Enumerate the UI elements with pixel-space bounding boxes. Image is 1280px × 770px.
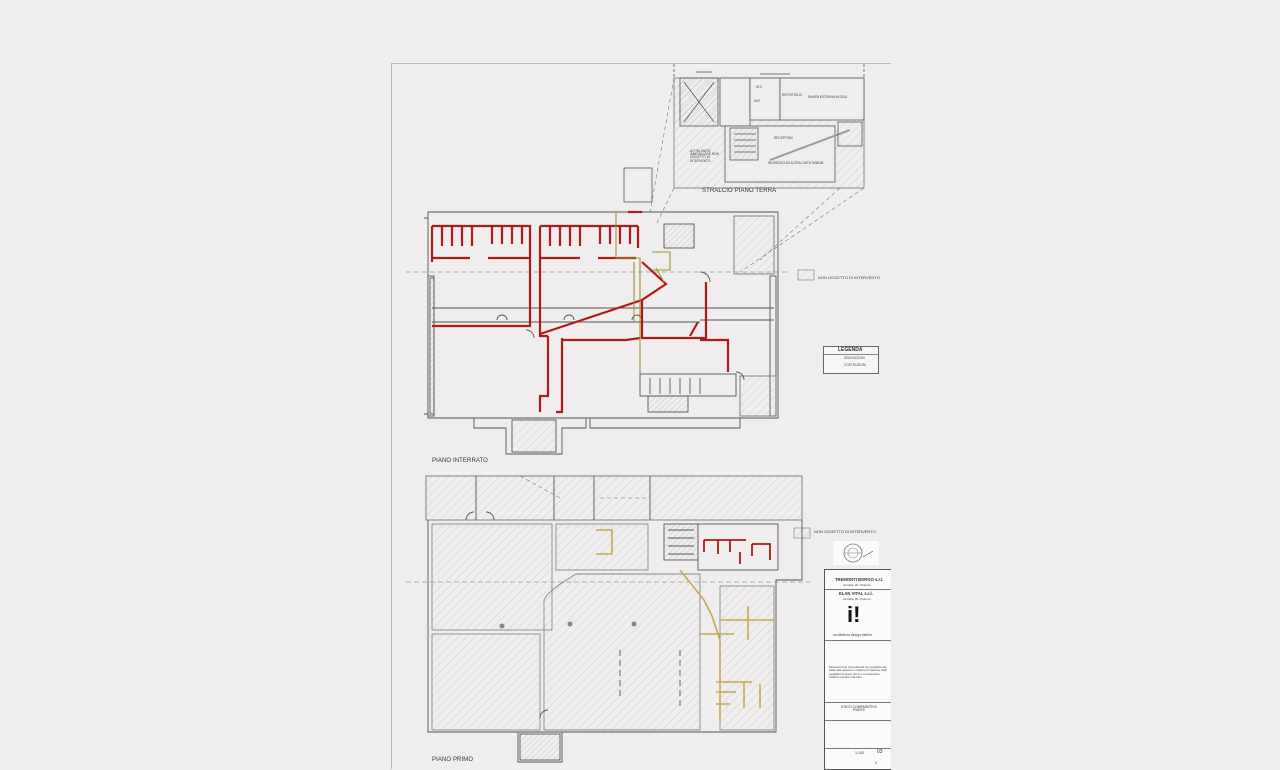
legend-title: LEGENDA	[838, 347, 863, 353]
label-piano-interrato: PIANO INTERRATO	[432, 458, 488, 464]
ground-floor-excerpt	[623, 64, 865, 203]
tb-sheet: 03	[877, 749, 883, 755]
tb-project: Manutenzione straordinaria con ampliamen…	[829, 665, 887, 680]
tb-client-addr: via Italia, 00 - Palermo	[843, 583, 871, 587]
legend-item-costruzioni: COSTRUZIONI	[844, 363, 866, 367]
demolition-walls-basement	[615, 212, 671, 374]
projection-lines	[649, 77, 865, 273]
label-non-oggetto-2: NON OGGETTO DI INTERVENTO	[814, 529, 876, 534]
legend-box: LEGENDA DEMOLIZIONI COSTRUZIONI	[823, 346, 879, 374]
basement-plan	[424, 211, 779, 455]
label-non-oggetto-1: NON OGGETTO DI INTERVENTO	[818, 275, 880, 280]
room-ant: ANT.	[754, 99, 761, 103]
label-stralcio: STRALCIO PIANO TERRA	[702, 188, 777, 194]
room-ingresso: INGRESSO AD ALTRA UNITA' IMMOB.	[768, 161, 824, 165]
room-wc: W.C.	[756, 85, 763, 89]
tb-revision: 0	[875, 761, 877, 765]
tb-client: TREMONTI BORGO s.r.l.	[835, 577, 884, 582]
construction-walls-first	[703, 539, 771, 564]
room-ripostiglio: RIPOSTIGLIO	[782, 93, 803, 97]
tb-tenant-addr: via Italia, 00 - Palermo	[843, 597, 871, 601]
first-floor-plan	[425, 475, 803, 763]
legend-item-demolizioni: DEMOLIZIONI	[844, 356, 865, 360]
tb-drawing-title: STATO COMPARATIVO PIANTE	[840, 705, 878, 713]
room-reception: RECEPTION	[774, 136, 793, 140]
demolition-walls-first	[596, 529, 774, 720]
label-piano-primo: PIANO PRIMO	[432, 757, 474, 763]
stamp-icon	[833, 541, 879, 565]
tb-scale: 1:100	[855, 751, 864, 755]
tb-tenant: ELAN VITAL s.r.l.	[839, 591, 873, 596]
tb-studio: architettura design interior	[833, 633, 873, 637]
non-oggetto-swatch-1	[797, 269, 815, 281]
title-block: TREMONTI BORGO s.r.l. via Italia, 00 - P…	[824, 569, 891, 770]
room-rampa: RAMPA ESTERNA IN DISU	[808, 95, 848, 99]
room-altra-unita: ALTRA UNITA' IMMOBILIARE NON OGGETTO DI …	[690, 149, 719, 163]
tb-logo: i!	[847, 602, 861, 627]
construction-walls-basement	[430, 210, 730, 414]
